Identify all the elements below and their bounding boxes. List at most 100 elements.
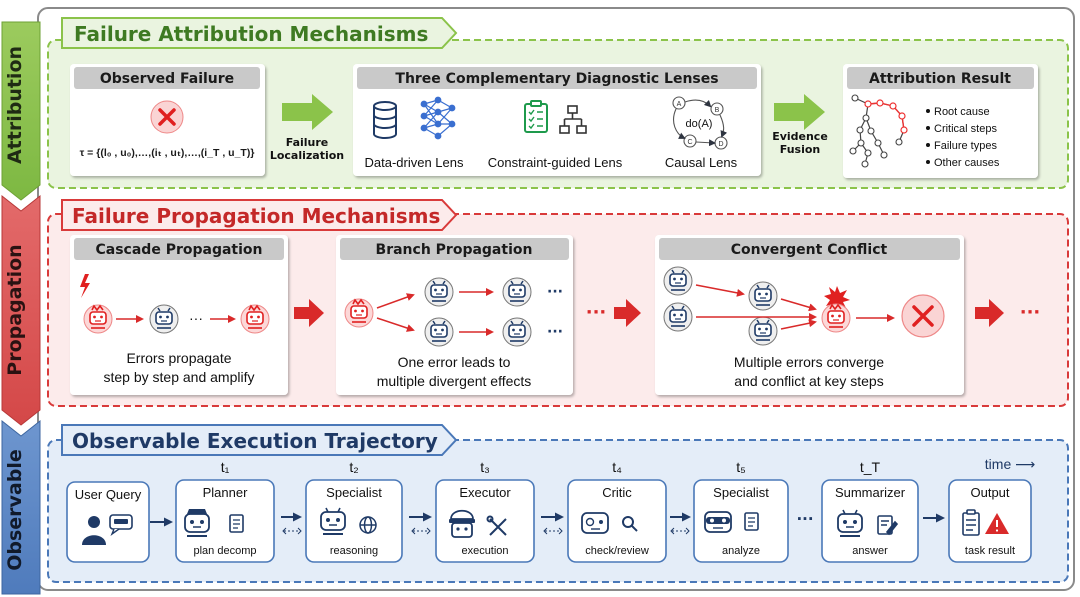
step-specialist-1-title: Specialist bbox=[326, 485, 382, 500]
branch-desc-line2: multiple divergent effects bbox=[377, 373, 532, 389]
failure-x-icon bbox=[150, 100, 184, 134]
conv-agent-3 bbox=[748, 281, 778, 311]
cascade-desc-line2: step by step and amplify bbox=[104, 369, 255, 385]
step-specialist-2-caption: analyze bbox=[722, 545, 760, 557]
lens-data-driven: Data-driven Lens bbox=[365, 155, 464, 170]
lightning-icon bbox=[80, 274, 90, 298]
cascade-title: Cascade Propagation bbox=[96, 242, 263, 258]
step-summarizer-title: Summarizer bbox=[835, 485, 906, 500]
convergent-desc-line2: and conflict at key steps bbox=[734, 373, 883, 389]
attribution-title-tab bbox=[61, 17, 458, 49]
side-bar-attribution: Attribution bbox=[1, 21, 41, 201]
hierarchy-icon bbox=[559, 105, 587, 134]
step-time-t1: t₁ bbox=[221, 459, 230, 475]
observed-failure-card: Observed Failure τ = {(l₀ , u₀),…,(iₜ , … bbox=[70, 64, 265, 176]
branch-title: Branch Propagation bbox=[376, 242, 533, 258]
branch-card: Branch Propagation ··· ··· One error lea… bbox=[336, 235, 573, 395]
side-label-propagation: Propagation bbox=[4, 244, 26, 375]
agent-icon bbox=[149, 304, 179, 334]
conflict-failure-x-icon bbox=[901, 294, 945, 338]
side-bar-propagation: Propagation bbox=[1, 194, 41, 426]
trajectory-dots: ··· bbox=[796, 510, 813, 528]
conflict-agent-icon bbox=[821, 303, 851, 333]
propagation-title: Failure Propagation Mechanisms bbox=[72, 204, 440, 228]
output-clipboard-icon bbox=[962, 509, 980, 536]
result-failure-types: Failure types bbox=[934, 140, 997, 152]
lens-causal: Causal Lens bbox=[665, 155, 738, 170]
branch-agent-b2 bbox=[502, 317, 532, 347]
analyze-doc-icon bbox=[744, 512, 759, 531]
convergent-card: Convergent Conflict Multiple errors conv… bbox=[655, 235, 964, 395]
specialist-robot-icon bbox=[320, 507, 346, 535]
result-critical-steps: Critical steps bbox=[934, 123, 997, 135]
propagation-mid-dots: ··· bbox=[586, 302, 607, 323]
step-time-t5: t₅ bbox=[736, 459, 746, 475]
planner-robot-icon bbox=[184, 509, 210, 537]
propagation-arrow-3 bbox=[975, 299, 1004, 327]
step-time-tT: t_T bbox=[860, 459, 881, 475]
arrow2-line2: Fusion bbox=[780, 143, 821, 156]
observable-title-tab bbox=[61, 424, 458, 456]
propagation-title-tab bbox=[61, 199, 458, 231]
branch-error-agent-icon bbox=[344, 298, 374, 328]
step-executor: Executor execution bbox=[435, 479, 535, 563]
time-label: time ⟶ bbox=[985, 456, 1035, 472]
arrow2-line1: Evidence bbox=[772, 130, 828, 143]
do-operator-label: do(A) bbox=[686, 118, 713, 130]
result-root-cause: Root cause bbox=[934, 106, 990, 118]
step-output: Output task result bbox=[948, 479, 1032, 563]
tools-icon bbox=[486, 515, 507, 536]
step-time-t2: t₂ bbox=[349, 459, 358, 475]
step-critic: Critic check/review bbox=[567, 479, 667, 563]
conv-agent-1 bbox=[663, 266, 693, 296]
causal-node-a: A bbox=[677, 101, 682, 108]
observed-failure-title: Observed Failure bbox=[100, 71, 234, 87]
step-user-query-title: User Query bbox=[75, 487, 142, 502]
connector-4 bbox=[670, 512, 691, 535]
chat-bubble-icon bbox=[109, 514, 133, 536]
evidence-fusion-arrow: Evidence Fusion bbox=[772, 94, 828, 156]
attribution-title: Failure Attribution Mechanisms bbox=[74, 22, 428, 46]
result-other-causes: Other causes bbox=[934, 157, 1000, 169]
arrow1-line1: Failure bbox=[286, 136, 329, 149]
step-executor-title: Executor bbox=[459, 485, 511, 500]
step-planner-title: Planner bbox=[203, 485, 248, 500]
trajectory-formula: τ = {(l₀ , u₀),…,(iₜ , uₜ),…,(i_T , u_T)… bbox=[80, 147, 255, 159]
summarizer-robot-icon bbox=[837, 509, 863, 537]
clipboard-checklist-icon bbox=[524, 100, 548, 133]
step-summarizer-caption: answer bbox=[852, 545, 888, 557]
cascade-desc-line1: Errors propagate bbox=[126, 350, 231, 366]
result-title: Attribution Result bbox=[869, 71, 1011, 87]
step-specialist-2-title: Specialist bbox=[713, 485, 769, 500]
branch-dots-top: ··· bbox=[547, 284, 563, 300]
goggles-robot-icon bbox=[704, 511, 732, 533]
causal-graph-icon: A B C D do(A) bbox=[672, 96, 728, 150]
neural-network-icon bbox=[420, 96, 456, 140]
critic-robot-icon bbox=[581, 512, 609, 534]
database-icon bbox=[373, 101, 397, 139]
edit-doc-icon bbox=[877, 515, 899, 536]
error-agent-icon bbox=[83, 304, 113, 334]
failure-graph-icon bbox=[849, 94, 908, 168]
step-planner: Planner plan decomp bbox=[175, 479, 275, 563]
step-specialist-1: Specialist reasoning bbox=[305, 479, 403, 563]
attribution-result-card: Attribution Result Root cause Critical s… bbox=[843, 64, 1038, 178]
step-summarizer: Summarizer answer bbox=[821, 479, 919, 563]
side-bar-observable: Observable bbox=[1, 419, 41, 595]
step-time-t4: t₄ bbox=[612, 459, 622, 475]
causal-node-b: B bbox=[715, 107, 720, 114]
branch-agent-a1 bbox=[424, 277, 454, 307]
causal-node-d: D bbox=[718, 141, 723, 148]
conv-agent-4 bbox=[748, 316, 778, 346]
propagation-arrow-1 bbox=[294, 299, 324, 327]
observable-title: Observable Execution Trajectory bbox=[72, 429, 438, 453]
conv-agent-2 bbox=[663, 302, 693, 332]
step-planner-caption: plan decomp bbox=[194, 545, 257, 557]
lens-constraint-guided: Constraint-guided Lens bbox=[488, 155, 623, 170]
branch-agent-b1 bbox=[424, 317, 454, 347]
side-label-observable: Observable bbox=[4, 449, 26, 571]
step-specialist-2: Specialist analyze bbox=[693, 479, 789, 563]
user-icon bbox=[82, 516, 106, 545]
